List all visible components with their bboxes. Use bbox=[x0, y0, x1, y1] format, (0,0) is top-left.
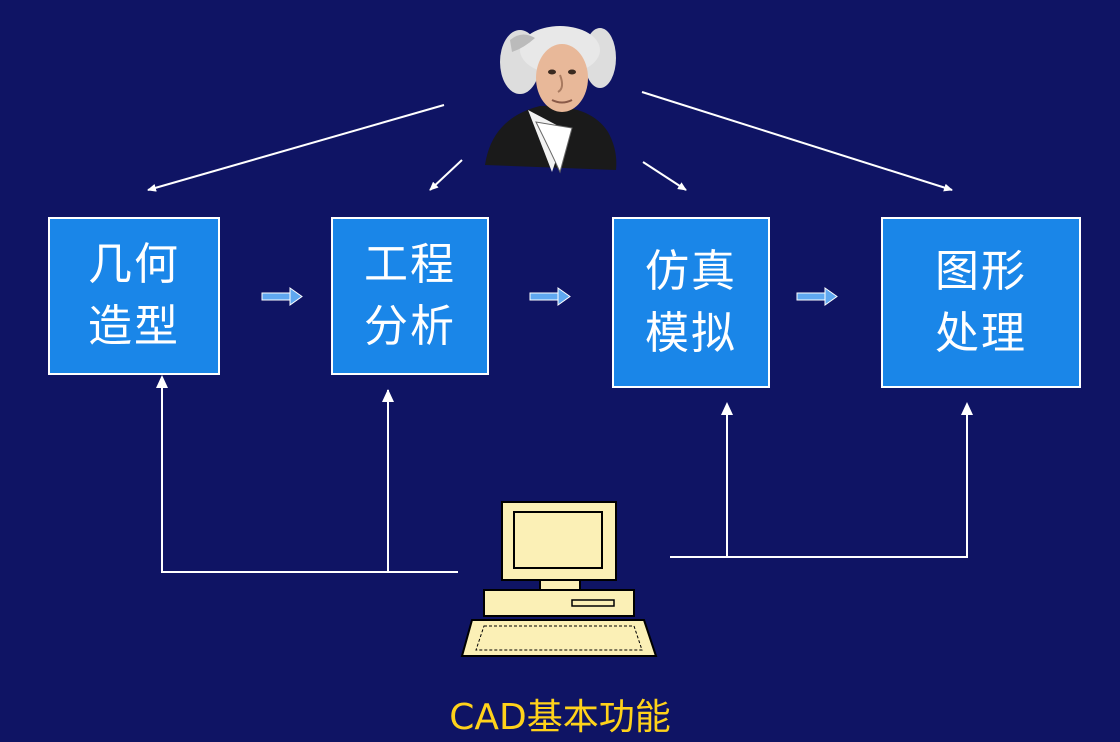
box-simulation: 仿真 模拟 bbox=[612, 217, 770, 388]
box-graphics-processing: 图形 处理 bbox=[881, 217, 1081, 388]
flow-arrow-2 bbox=[529, 287, 571, 306]
arrow-to-simulation bbox=[642, 161, 687, 191]
arrow-to-engineering-analysis bbox=[429, 159, 463, 191]
box-graphics-processing-line1: 图形 bbox=[935, 245, 1027, 297]
box-geometric-modeling-line1: 几何 bbox=[88, 239, 180, 290]
flow-arrow-1 bbox=[261, 287, 303, 306]
box-engineering-analysis-line2: 分析 bbox=[364, 301, 456, 352]
arrowhead-up-4 bbox=[961, 402, 973, 415]
box-simulation-line2: 模拟 bbox=[645, 307, 737, 359]
box-engineering-analysis-line1: 工程 bbox=[364, 239, 456, 290]
arrow-to-graphics-processing bbox=[641, 91, 953, 192]
arrow-to-geometric-modeling bbox=[147, 104, 445, 192]
computer-connector-left bbox=[161, 377, 458, 573]
box-simulation-line1: 仿真 bbox=[645, 245, 737, 297]
box-geometric-modeling: 几何 造型 bbox=[48, 217, 220, 375]
box-graphics-processing-line2: 处理 bbox=[935, 307, 1027, 359]
computer-connector-right bbox=[670, 410, 968, 558]
engineer-portrait-icon bbox=[485, 26, 617, 174]
flow-arrow-3 bbox=[796, 287, 838, 306]
arrowhead-up-3 bbox=[721, 402, 733, 415]
diagram-caption: CAD基本功能 bbox=[449, 697, 671, 738]
box-geometric-modeling-line2: 造型 bbox=[88, 301, 180, 352]
box-engineering-analysis: 工程 分析 bbox=[331, 217, 489, 375]
arrowhead-up-2 bbox=[382, 389, 394, 402]
arrowhead-up-1 bbox=[156, 375, 168, 388]
computer-icon bbox=[460, 501, 658, 657]
